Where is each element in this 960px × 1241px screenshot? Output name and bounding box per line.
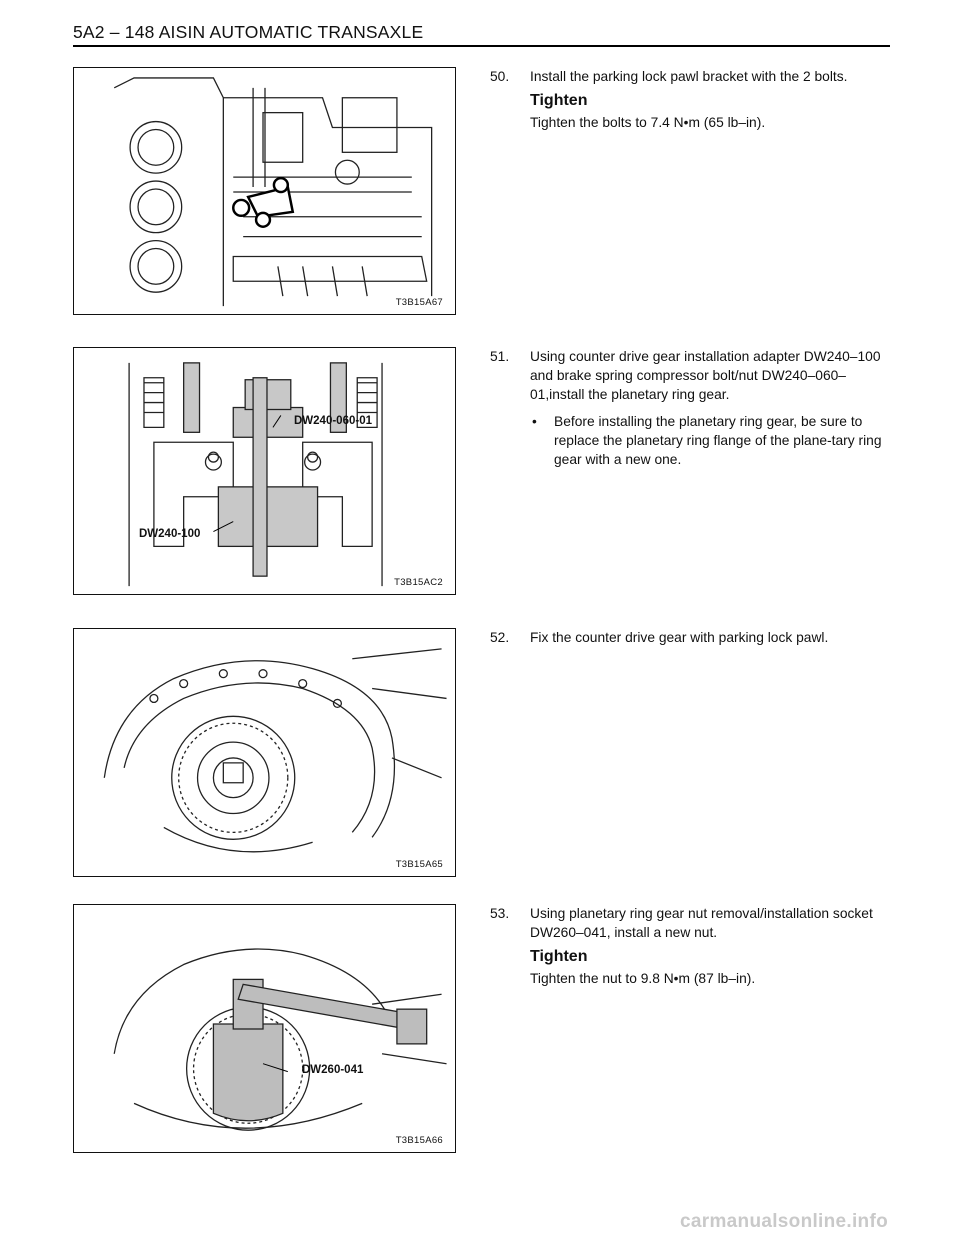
figure-code: T3B15A67 xyxy=(395,297,443,308)
tighten-text: Tighten the bolts to 7.4 N•m (65 lb–in). xyxy=(530,115,766,130)
bullet-dot: • xyxy=(532,414,537,429)
figure-step-52: T3B15A65 xyxy=(73,628,456,877)
step-50: 50. Install the parking lock pawl bracke… xyxy=(490,67,890,132)
planetary-ring-gear-tool-illustration xyxy=(128,362,383,587)
figure-code: T3B15A65 xyxy=(395,859,443,870)
tool-label-bolt-nut: DW240-060-01 xyxy=(294,415,372,427)
ring-gear-nut-socket-illustration xyxy=(113,948,447,1131)
step-number: 50. xyxy=(490,69,510,84)
figure-step-51: DW240-060-01 DW240-100 T3B15AC2 xyxy=(73,347,456,595)
step-53: 53. Using planetary ring gear nut remova… xyxy=(490,904,890,988)
header-rule xyxy=(73,45,890,47)
tool-label-adapter: DW240-100 xyxy=(139,528,201,540)
parking-lock-bracket-illustration xyxy=(113,77,433,307)
step-text: Fix the counter drive gear with parking … xyxy=(530,630,829,645)
step-number: 52. xyxy=(490,630,510,645)
step-text: Install the parking lock pawl bracket wi… xyxy=(530,69,848,84)
bullet-text: Before installing the planetary ring gea… xyxy=(554,414,882,467)
figure-step-50: T3B15A67 xyxy=(73,67,456,315)
step-text: Using planetary ring gear nut removal/in… xyxy=(530,906,873,940)
figure-code: T3B15A66 xyxy=(395,1135,443,1146)
watermark: carmanualsonline.info xyxy=(680,1211,888,1232)
step-number: 53. xyxy=(490,906,510,921)
tool-label-socket: DW260-041 xyxy=(302,1064,364,1076)
bullet-note: • Before installing the planetary ring g… xyxy=(530,412,890,469)
step-text: Using counter drive gear installation ad… xyxy=(530,349,881,402)
tighten-heading: Tighten xyxy=(530,92,588,109)
page-header: 5A2 – 148 AISIN AUTOMATIC TRANSAXLE xyxy=(73,22,424,42)
figure-code: T3B15AC2 xyxy=(394,577,443,588)
step-51: 51. Using counter drive gear installatio… xyxy=(490,347,890,469)
tighten-text: Tighten the nut to 9.8 N•m (87 lb–in). xyxy=(530,971,756,986)
step-number: 51. xyxy=(490,349,510,364)
tighten-heading: Tighten xyxy=(530,948,588,965)
step-52: 52. Fix the counter drive gear with park… xyxy=(490,628,890,647)
counter-drive-gear-illustration xyxy=(103,648,447,853)
figure-step-53: DW260-041 T3B15A66 xyxy=(73,904,456,1153)
